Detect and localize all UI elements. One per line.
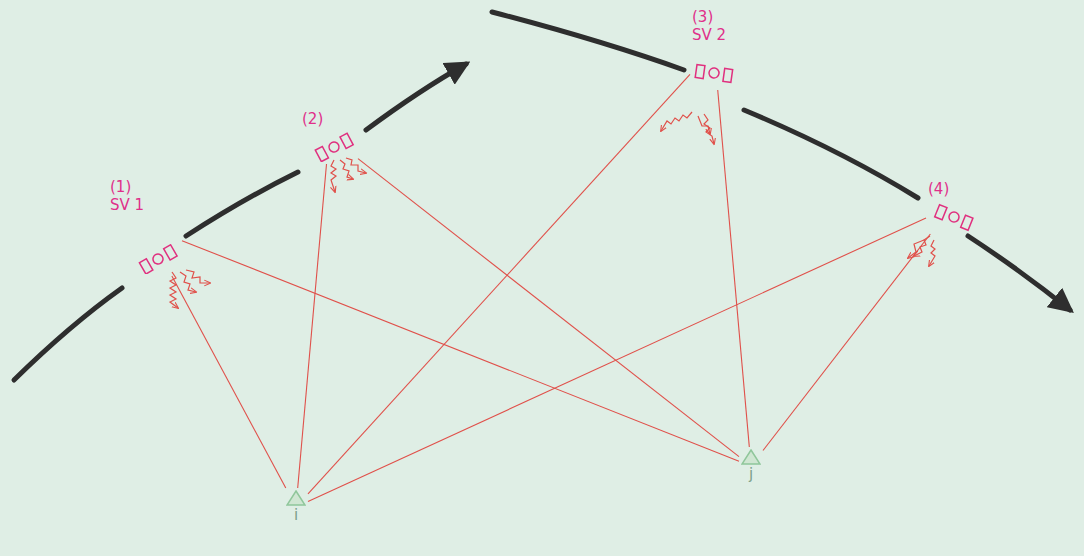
signal-squiggle <box>698 116 710 134</box>
signal-squiggle <box>346 158 366 173</box>
satellite-label: (2) <box>302 110 323 128</box>
signal-path <box>718 90 750 447</box>
signal-squiggle <box>186 270 210 283</box>
signal-squiggle <box>908 240 924 258</box>
satellite-node: (2) <box>300 108 358 164</box>
receiver-symbol <box>741 449 761 465</box>
receiver-node: j <box>739 447 763 485</box>
signal-squiggle <box>661 112 692 131</box>
satellite-symbol <box>932 202 976 232</box>
signal-path <box>298 164 327 488</box>
satellite-symbol <box>692 58 736 88</box>
orbit-arc <box>968 236 1070 310</box>
satellite-symbol <box>312 132 356 162</box>
satellite-label: (3) <box>692 8 713 26</box>
satellite-node: (3)SV 2 <box>690 6 738 90</box>
satellite-label: (1) <box>110 178 131 196</box>
signal-path <box>763 234 930 450</box>
receiver-node: i <box>284 488 308 526</box>
satellite-symbol <box>136 244 180 274</box>
satellite-node: (1)SV 1 <box>108 176 182 276</box>
signal-path <box>182 241 739 462</box>
orbit-arc <box>366 64 466 130</box>
receiver-label: j <box>749 465 753 483</box>
satellite-label: SV 1 <box>110 196 144 214</box>
receiver-symbol <box>286 490 306 506</box>
signal-path <box>358 159 739 457</box>
satellite-node: (4) <box>926 178 978 234</box>
satellite-label: SV 2 <box>692 26 726 44</box>
signal-path <box>308 74 690 493</box>
orbit-arc <box>492 12 684 70</box>
receiver-label: i <box>294 506 298 524</box>
signal-squiggle <box>914 236 930 256</box>
signal-squiggle <box>170 272 178 308</box>
signal-squiggle <box>331 160 336 192</box>
orbit-arc <box>14 288 122 380</box>
orbit-arc <box>186 172 298 236</box>
signal-squiggle <box>929 240 935 266</box>
signal-path <box>172 276 286 488</box>
satellite-label: (4) <box>928 180 949 198</box>
orbit-arc <box>744 110 918 198</box>
